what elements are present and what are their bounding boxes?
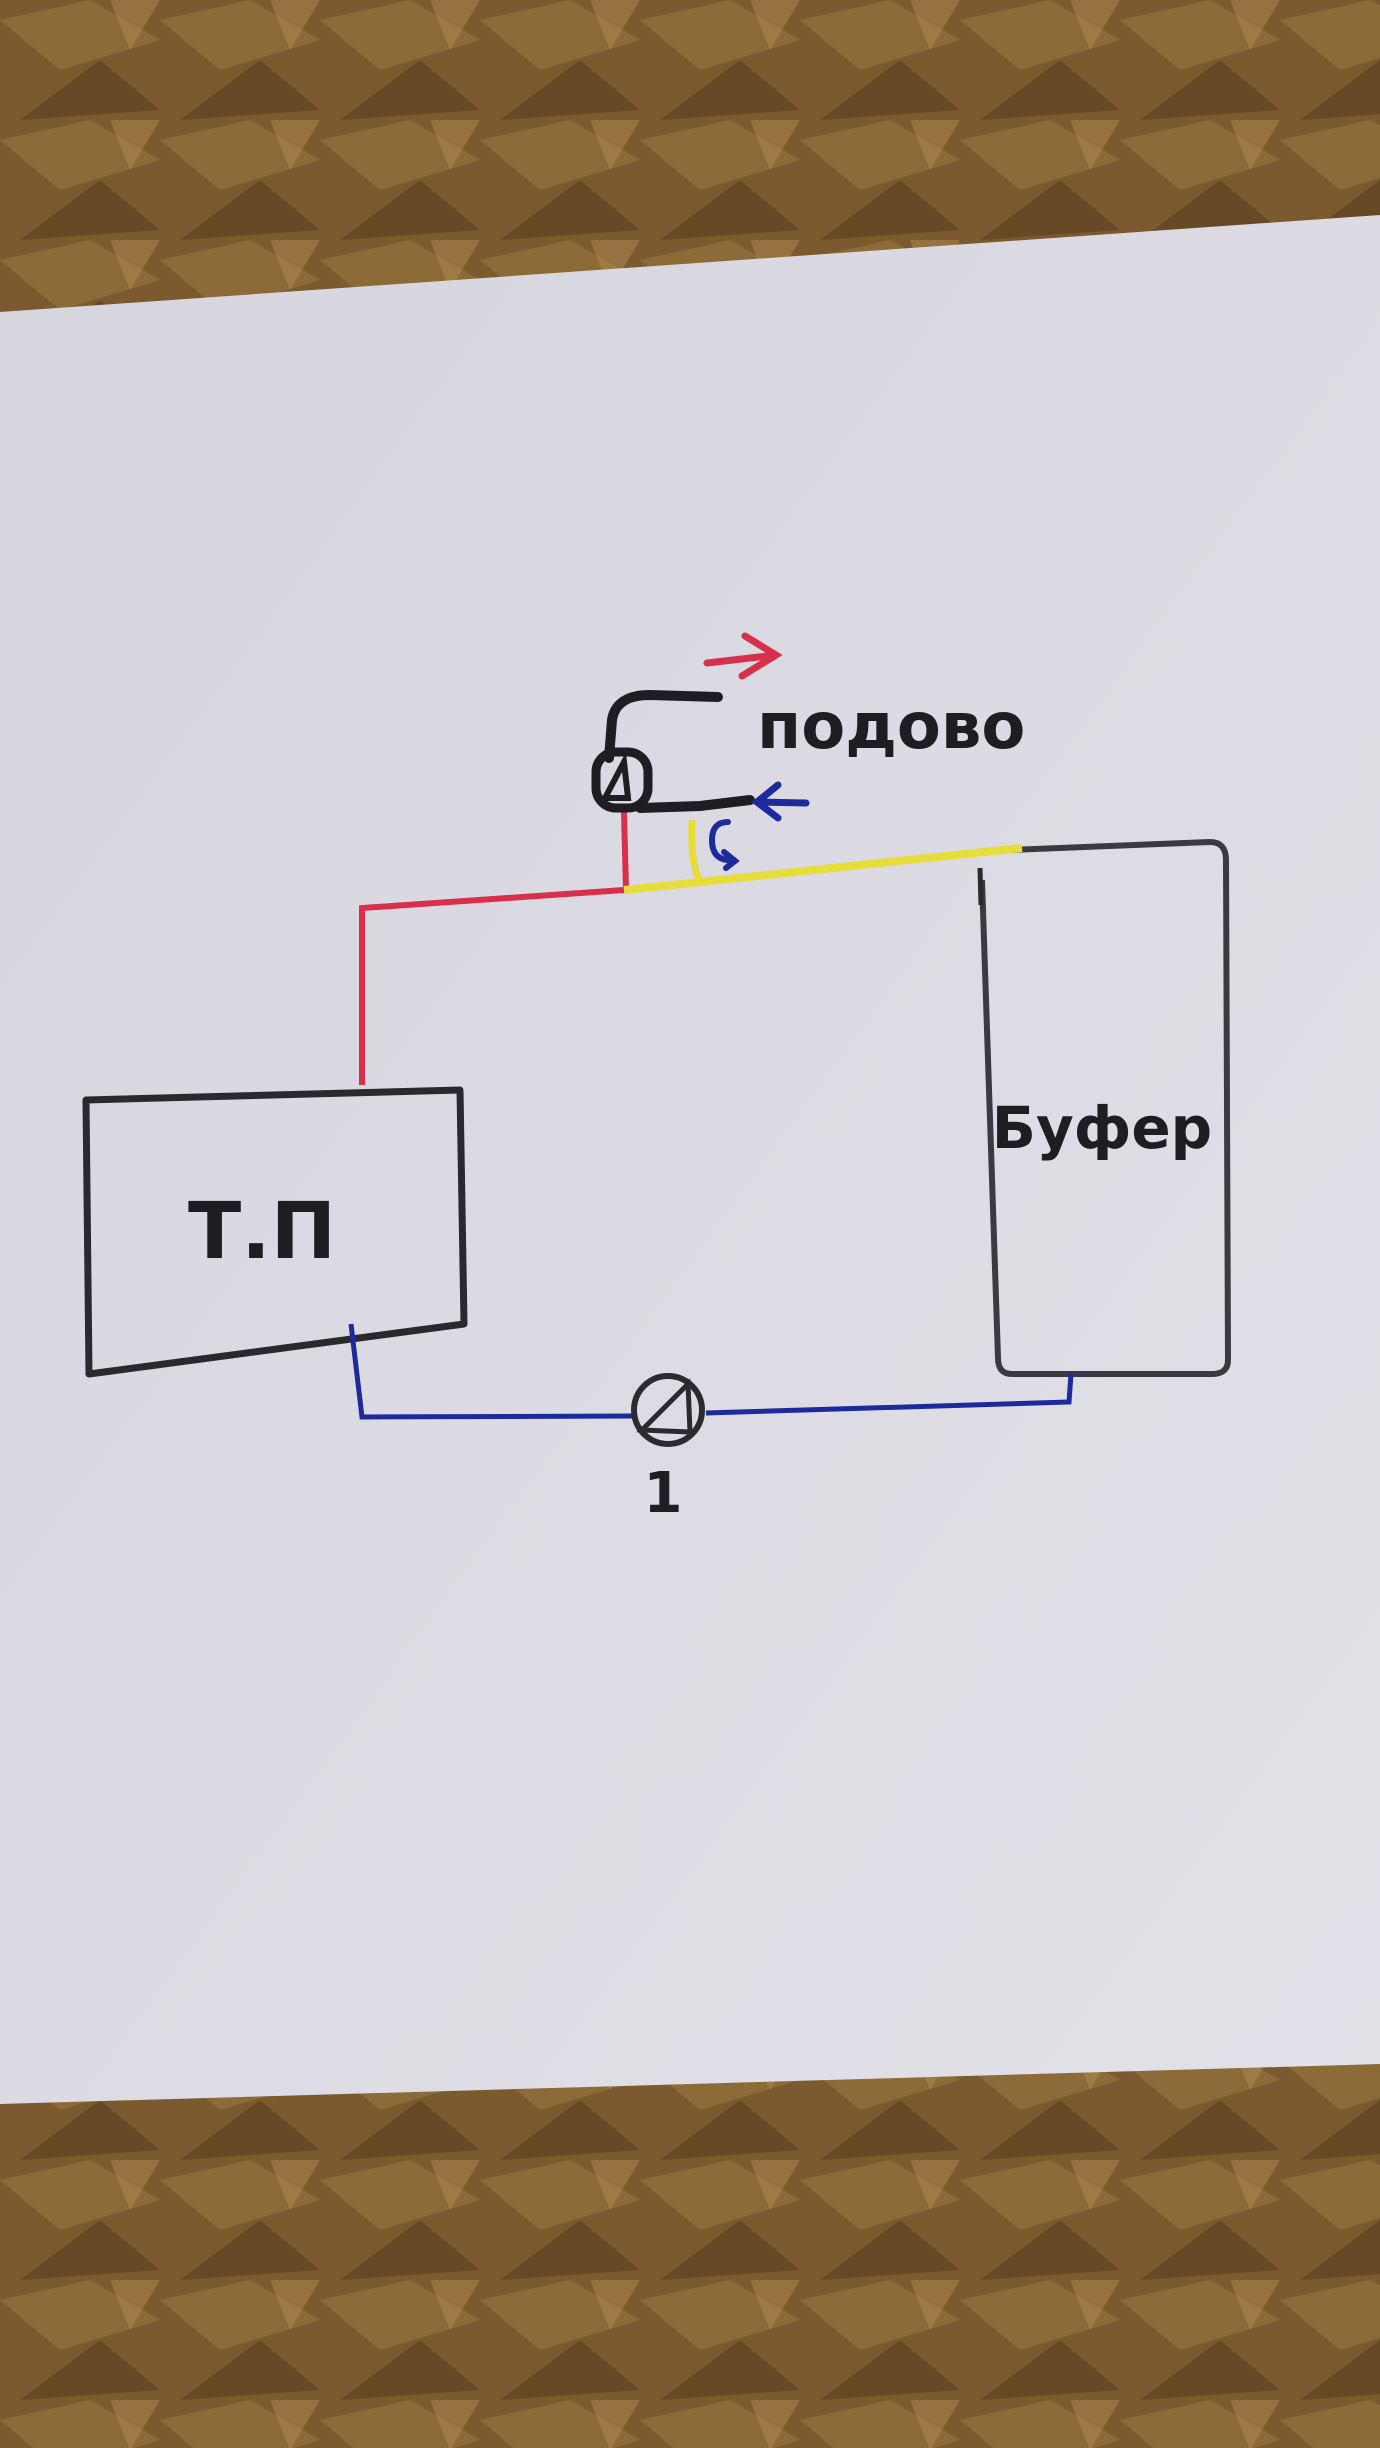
curved-arrow-icon xyxy=(708,819,740,871)
buffer-tank xyxy=(979,838,1232,1377)
mixed-branch xyxy=(688,819,704,884)
mixed-pipe xyxy=(623,844,1023,894)
arrow-left-icon xyxy=(751,781,810,822)
supply-riser xyxy=(621,811,629,891)
pump-icon xyxy=(631,1373,705,1447)
floor-heating-label: подово xyxy=(757,690,1025,764)
paper-sheet xyxy=(0,215,1380,2104)
buffer-label: Буфер xyxy=(992,1094,1212,1162)
floor-return-pipe xyxy=(635,795,755,813)
pump-icon xyxy=(591,747,653,813)
supply-pipe xyxy=(359,887,625,1085)
return-pipe-right xyxy=(705,1373,1074,1416)
pump-1-label: 1 xyxy=(644,1461,683,1526)
return-pipe-left xyxy=(348,1323,633,1420)
arrow-right-icon xyxy=(703,632,783,680)
heat-pump-label: Т.П xyxy=(188,1187,336,1277)
heat-pump-box xyxy=(82,1086,468,1378)
floor-supply-pipe xyxy=(604,689,723,763)
